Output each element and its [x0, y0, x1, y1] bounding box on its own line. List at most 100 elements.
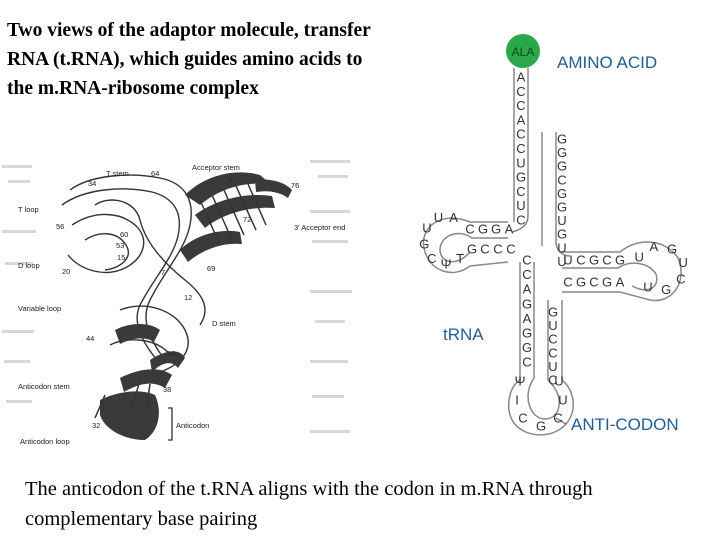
nucleotide-base: A: [649, 239, 658, 254]
trna-label: tRNA: [443, 325, 484, 344]
nucleotide-base: Ψ: [515, 374, 526, 389]
nucleotide-base: G: [557, 159, 567, 174]
nucleotide-base: G: [602, 275, 612, 290]
label-d-loop: D loop: [18, 261, 40, 270]
position-numbers: 34 64 1 76 56 60 53 15 72 20 7 69 12 44 …: [56, 169, 299, 430]
cloverleaf-outline: [422, 68, 682, 436]
slide-title: Two views of the adaptor molecule, trans…: [7, 20, 371, 99]
nucleotide-base: U: [557, 240, 566, 255]
nucleotide-base: C: [676, 272, 685, 287]
nucleotide-base: A: [505, 222, 514, 237]
number-label: 72: [243, 215, 251, 224]
nucleotide-base: U: [548, 318, 557, 333]
nucleotide-base: U: [678, 255, 687, 270]
nucleotide-base: U: [516, 198, 525, 213]
nucleotide-base: G: [661, 282, 671, 297]
nucleotide-base: U: [635, 250, 644, 265]
dark-helix: [100, 172, 292, 440]
number-label: 7: [161, 268, 165, 277]
nucleotide-base: G: [667, 241, 677, 256]
nucleotide-base: C: [516, 213, 525, 228]
label-anticodon: Anticodon: [176, 421, 209, 430]
number-label: 15: [117, 253, 125, 262]
ribbon-outline: [61, 174, 206, 373]
nucleotide-base: G: [615, 253, 625, 268]
nucleotide-base: G: [522, 326, 532, 341]
nucleotide-base: I: [515, 393, 519, 408]
nucleotide-base: C: [553, 411, 562, 426]
nucleotide-base: Ψ: [441, 257, 452, 272]
nucleotide-base: C: [427, 251, 436, 266]
nucleotide-base: U: [516, 155, 525, 170]
label-anticodon-stem: Anticodon stem: [18, 382, 70, 391]
number-label: 69: [207, 264, 215, 273]
number-label: 53: [116, 241, 124, 250]
number-label: 34: [88, 179, 96, 188]
nucleotide-base: U: [563, 253, 572, 268]
number-label: 32: [92, 421, 100, 430]
ala-label: ALA: [512, 45, 535, 59]
nucleotide-base: C: [516, 127, 525, 142]
nucleotide-base: C: [522, 253, 531, 268]
nucleotide-base: G: [478, 222, 488, 237]
nucleotide-base: C: [516, 84, 525, 99]
label-t-loop: T loop: [18, 205, 39, 214]
nucleotide-base: G: [548, 305, 558, 320]
nucleotide-base: C: [589, 275, 598, 290]
nucleotide-base: C: [548, 373, 557, 388]
number-label: 20: [62, 267, 70, 276]
nucleotide-base: C: [480, 242, 489, 257]
label-acceptor-end: 3′ Acceptor end: [294, 223, 345, 232]
nucleotide-base: A: [523, 311, 532, 326]
nucleotide-base: C: [548, 332, 557, 347]
nucleotide-base: T: [456, 251, 464, 266]
nucleotide-base: C: [518, 411, 527, 426]
nucleotide-base: C: [516, 141, 525, 156]
number-label: 44: [86, 334, 94, 343]
label-anticodon-loop: Anticodon loop: [20, 437, 70, 446]
anticodon-tick: [555, 417, 567, 425]
number-label: 60: [120, 230, 128, 239]
scan-noise: [2, 160, 352, 433]
ala-circle: [506, 34, 540, 68]
nucleotide-base: C: [563, 275, 572, 290]
nucleotide-base: U: [548, 359, 557, 374]
anticodon-label: ANTI-CODON: [571, 415, 679, 434]
nucleotide-base: C: [522, 355, 531, 370]
label-acceptor-stem: Acceptor stem: [192, 163, 240, 172]
nucleotide-base: U: [434, 210, 443, 225]
nucleotide-base: C: [557, 172, 566, 187]
nucleotide-base: G: [536, 419, 546, 434]
nucleotide-base: C: [516, 184, 525, 199]
nucleotide-base: G: [467, 242, 477, 257]
label-t-stem: T stem: [106, 169, 129, 178]
nucleotide-base: U: [643, 280, 652, 295]
nucleotide-base: G: [491, 222, 501, 237]
nucleotide-base: U: [554, 374, 563, 389]
nucleotide-base: G: [576, 275, 586, 290]
nucleotide-base: A: [523, 282, 532, 297]
nucleotide-base: C: [493, 242, 502, 257]
nucleotide-base: U: [557, 254, 566, 269]
nucleotide-base: C: [602, 253, 611, 268]
nucleotide-base: A: [616, 275, 625, 290]
nucleotide-base: C: [465, 222, 474, 237]
nucleotide-base: A: [517, 112, 526, 127]
label-variable-loop: Variable loop: [18, 304, 61, 313]
nucleotide-base: C: [548, 345, 557, 360]
number-label: 26: [167, 349, 175, 358]
nucleotide-base: U: [422, 221, 431, 236]
nucleotide-base: G: [516, 170, 526, 185]
nucleotide-base: G: [589, 253, 599, 268]
nucleotide-base: G: [522, 340, 532, 355]
nucleotide-base: G: [557, 145, 567, 160]
nucleotide-base: G: [557, 200, 567, 215]
nucleotide-base: G: [557, 132, 567, 147]
number-label: 56: [56, 222, 64, 231]
number-label: 64: [151, 169, 159, 178]
nucleotide-base: C: [522, 267, 531, 282]
nucleotide-base: G: [522, 296, 532, 311]
